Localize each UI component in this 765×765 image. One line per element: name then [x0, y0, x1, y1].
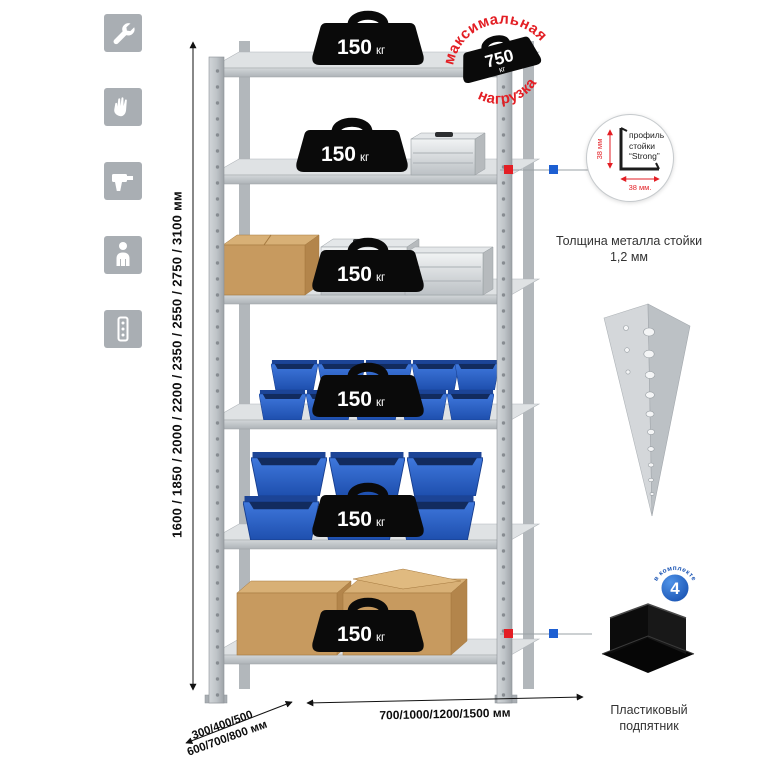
- upright-post-image: [603, 303, 691, 517]
- load-value: 150: [337, 508, 372, 531]
- gloves-icon: [104, 88, 142, 126]
- max-load-stamp: максимальная нагрузка 750 кг: [431, 0, 553, 115]
- aluminium-case: [410, 132, 486, 176]
- profile-dim-vertical: 38 мм: [595, 139, 604, 160]
- shelf-load-badge: 150 кг: [310, 596, 426, 658]
- load-unit: кг: [376, 272, 385, 284]
- load-unit: кг: [376, 397, 385, 409]
- shelf-load-badge: 150 кг: [310, 361, 426, 423]
- rack-back-post: [523, 41, 534, 689]
- foot-caption: Пластиковый подпятник: [610, 703, 688, 734]
- load-unit: кг: [376, 632, 385, 644]
- profile-label: профиль стойки “Strong”: [629, 130, 665, 162]
- plastic-foot-image: [601, 603, 695, 673]
- profile-drawing: 38 мм 38 мм.: [595, 127, 660, 192]
- shelf-load-badge: 150 кг: [310, 9, 426, 71]
- height-dimension-label: 1600 / 1850 / 2000 / 2200 / 2350 / 2550 …: [169, 191, 185, 538]
- load-unit: кг: [376, 45, 385, 57]
- load-value: 150: [337, 388, 372, 411]
- profile-caption: Толщина металла стойки 1,2 мм: [555, 234, 703, 265]
- load-unit: кг: [376, 517, 385, 529]
- load-value: 150: [337, 263, 372, 286]
- profile-dim-horizontal: 38 мм.: [629, 183, 652, 192]
- rack-front-posts: [204, 56, 518, 704]
- person-icon: [104, 236, 142, 274]
- shelf-load-badge: 150 кг: [294, 116, 410, 178]
- shelf-load-badge: 150 кг: [310, 481, 426, 543]
- load-value: 150: [337, 623, 372, 646]
- rack-back-post: [239, 41, 250, 689]
- cardboard-box: [222, 234, 320, 296]
- load-value: 150: [337, 36, 372, 59]
- wrench-icon: [104, 14, 142, 52]
- kit-count-value: 4: [670, 579, 680, 598]
- shelf-load-badge: 150 кг: [310, 236, 426, 298]
- stamp-unit: кг: [498, 64, 507, 74]
- post-profile-detail: 38 мм 38 мм. профиль стойки “Strong”: [586, 114, 674, 202]
- profile-strip-icon: [104, 310, 142, 348]
- stamp-weight-icon: 750 кг: [455, 29, 542, 84]
- load-value: 150: [321, 143, 356, 166]
- kit-count-badge: 4 в комплекте: [653, 565, 697, 604]
- load-unit: кг: [360, 152, 369, 164]
- drill-icon: [104, 162, 142, 200]
